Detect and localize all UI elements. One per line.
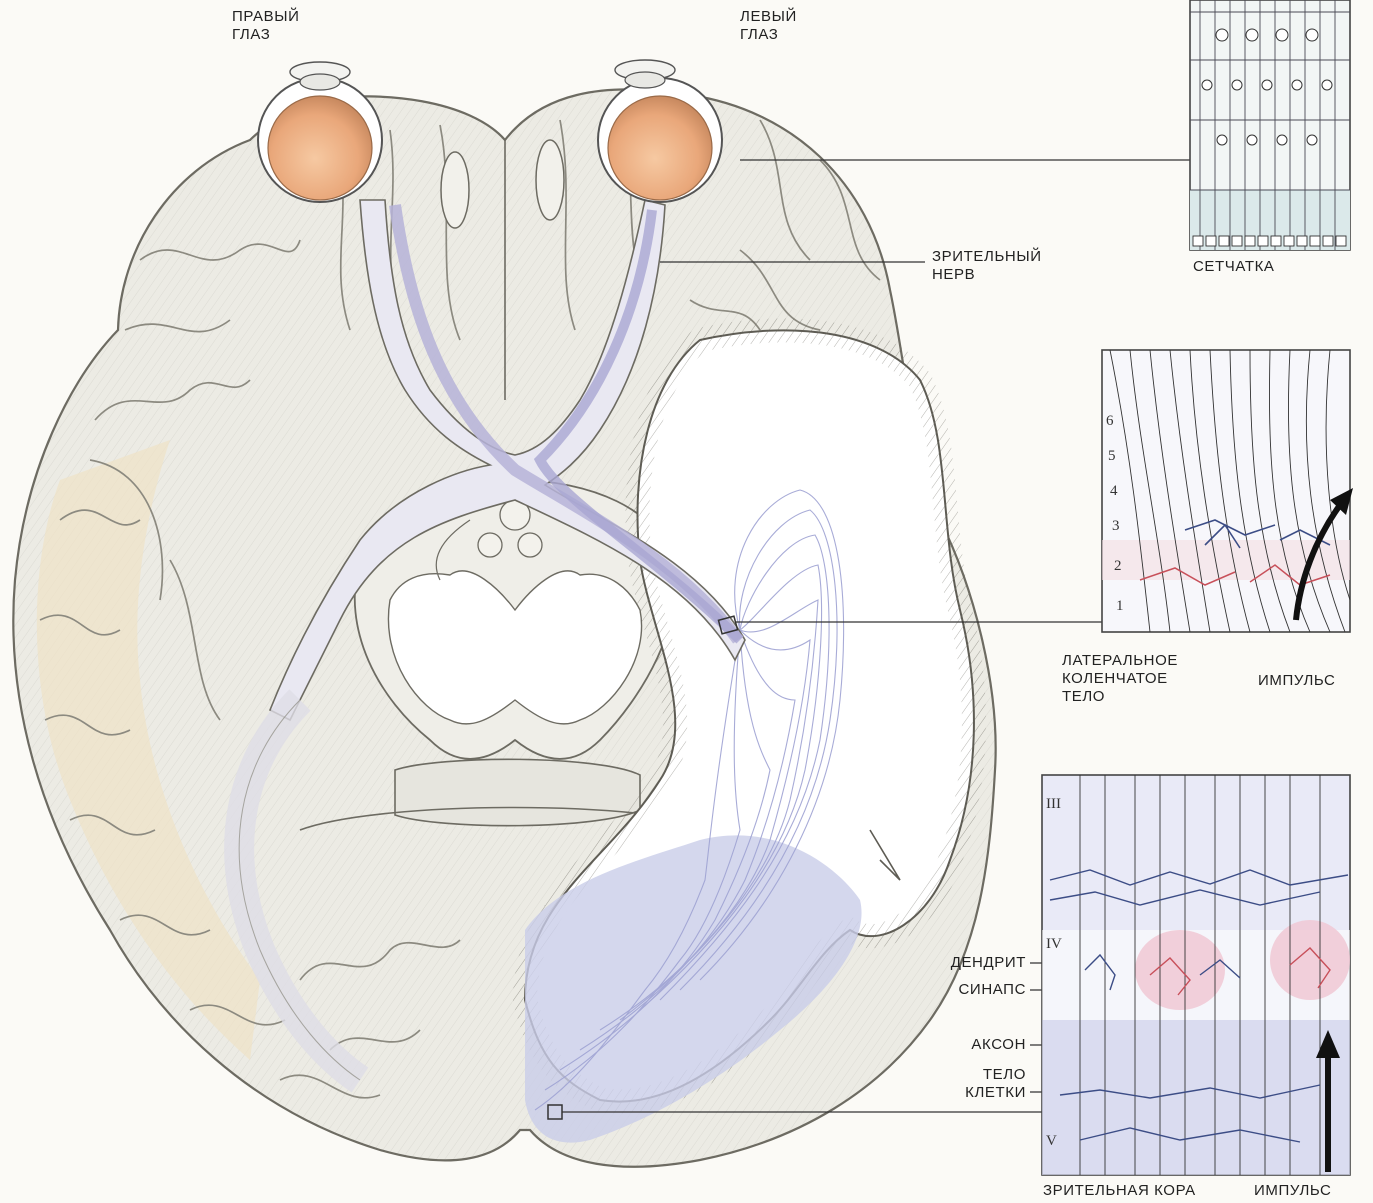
- retina-label: СЕТЧАТКА: [1193, 258, 1275, 276]
- cell-body-label-line2: КЛЕТКИ: [900, 1084, 1026, 1102]
- svg-text:1: 1: [1116, 598, 1124, 614]
- left-eye-label: ЛЕВЫЙ ГЛАЗ: [740, 8, 797, 44]
- dendrite-label: ДЕНДРИТ: [900, 954, 1026, 972]
- right-eye-label: ПРАВЫЙ ГЛАЗ: [232, 8, 299, 44]
- lgn-label-line2: КОЛЕНЧАТОЕ: [1062, 670, 1178, 688]
- synapse-label: СИНАПС: [900, 981, 1026, 999]
- impulse-label-2: ИМПУЛЬС: [1254, 1182, 1331, 1200]
- axon-label: АКСОН: [900, 1036, 1026, 1054]
- svg-text:5: 5: [1108, 448, 1116, 464]
- retina-panel: [1190, 0, 1350, 250]
- optic-nerve-label: ЗРИТЕЛЬНЫЙ НЕРВ: [932, 248, 1042, 284]
- lgn-panel: 6 5 4 3 2 1: [1102, 350, 1353, 632]
- visual-cortex-label: ЗРИТЕЛЬНАЯ КОРА: [1043, 1182, 1196, 1200]
- svg-text:6: 6: [1106, 413, 1114, 429]
- cell-body-label: ТЕЛО КЛЕТКИ: [900, 1066, 1026, 1102]
- brain: [13, 60, 995, 1167]
- left-eye: [598, 60, 722, 202]
- right-eye-label-line2: ГЛАЗ: [232, 26, 299, 44]
- olfactory-bulb-right: [441, 152, 469, 228]
- svg-text:IV: IV: [1046, 936, 1062, 952]
- svg-text:III: III: [1046, 796, 1061, 812]
- svg-text:2: 2: [1114, 558, 1122, 574]
- svg-text:4: 4: [1110, 483, 1118, 499]
- right-eye: [258, 62, 382, 202]
- left-eye-label-line1: ЛЕВЫЙ: [740, 8, 797, 26]
- lgn-label-line1: ЛАТЕРАЛЬНОЕ: [1062, 652, 1178, 670]
- cell-body-label-line1: ТЕЛО: [900, 1066, 1026, 1084]
- pons: [395, 759, 640, 825]
- optic-nerve-label-line2: НЕРВ: [932, 266, 1042, 284]
- svg-text:V: V: [1046, 1133, 1057, 1149]
- optic-nerve-label-line1: ЗРИТЕЛЬНЫЙ: [932, 248, 1042, 266]
- left-eye-label-line2: ГЛАЗ: [740, 26, 797, 44]
- impulse-label-1: ИМПУЛЬС: [1258, 672, 1335, 690]
- lgn-label: ЛАТЕРАЛЬНОЕ КОЛЕНЧАТОЕ ТЕЛО: [1062, 652, 1178, 706]
- lgn-label-line3: ТЕЛО: [1062, 688, 1178, 706]
- svg-text:3: 3: [1112, 518, 1120, 534]
- right-eye-label-line1: ПРАВЫЙ: [232, 8, 299, 26]
- olfactory-bulb-left: [536, 140, 564, 220]
- cortex-panel: III IV V: [1042, 775, 1350, 1175]
